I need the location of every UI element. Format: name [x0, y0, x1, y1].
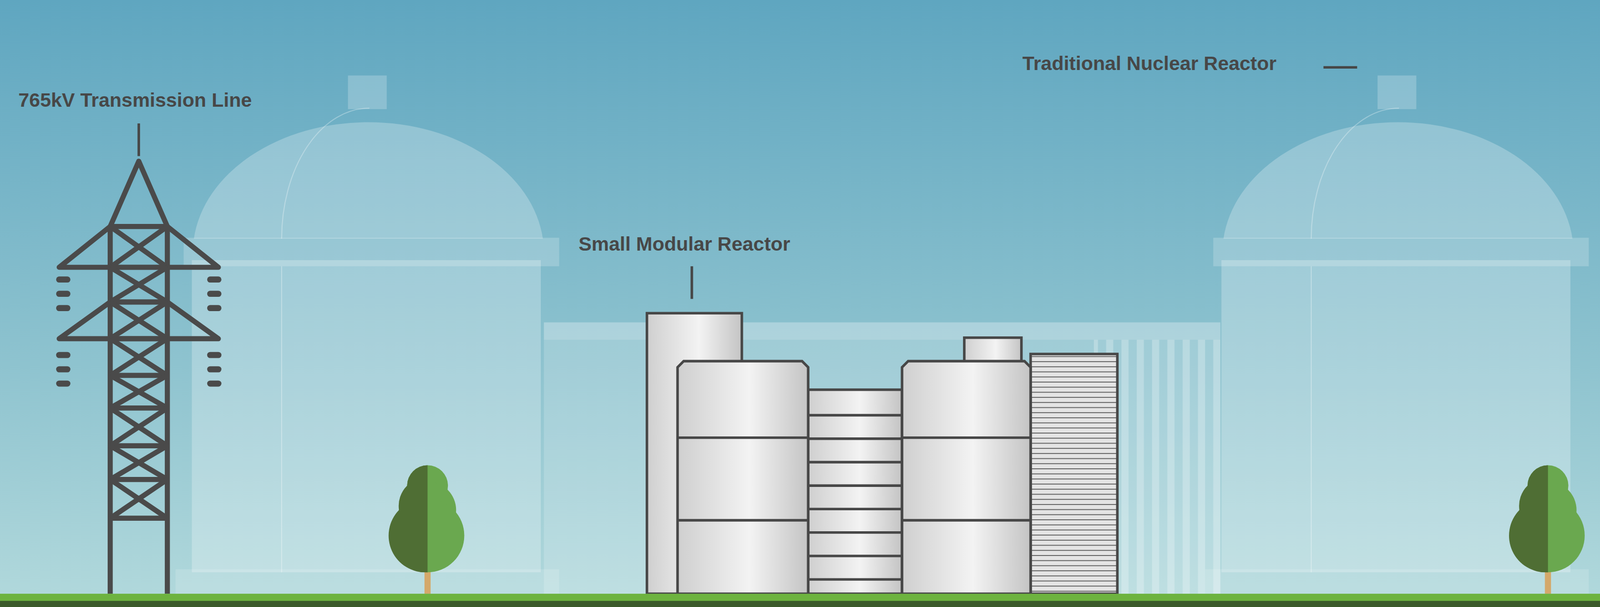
shape-line [690, 266, 693, 300]
shape-rect [207, 352, 222, 359]
shape-g [808, 415, 902, 580]
stroke-line [808, 414, 902, 417]
shape-rect [56, 380, 71, 387]
stroke-line [110, 336, 168, 342]
stroke-line [110, 405, 168, 411]
stroke-line [110, 264, 168, 271]
stroke-line [110, 407, 168, 446]
stroke-line [110, 443, 168, 449]
shape-path [677, 361, 809, 594]
stroke-line [110, 407, 168, 446]
shape-line [1323, 66, 1358, 69]
stroke-line [808, 578, 902, 581]
stroke-line [808, 484, 902, 487]
shape-rect [207, 276, 222, 283]
shape-rect [1030, 354, 1118, 594]
label: Small Modular Reactor [578, 233, 790, 255]
stroke-line [110, 338, 168, 376]
stroke-line [110, 373, 168, 379]
label: 765kV Transmission Line [18, 89, 253, 112]
stroke-line [110, 302, 168, 339]
shape-rect [0, 593, 1600, 602]
stroke-line [808, 531, 902, 534]
stroke-line [110, 476, 168, 483]
shape-rect [56, 304, 71, 312]
stroke-line [110, 375, 168, 409]
shape-rect [56, 276, 71, 283]
stroke-line [110, 515, 168, 521]
stroke-line [808, 460, 902, 464]
shape-use [175, 75, 559, 594]
stroke-line [110, 299, 168, 305]
shape-rect [808, 389, 902, 594]
shape-rect [56, 366, 71, 373]
stroke-line [110, 226, 168, 268]
stroke-line [110, 267, 168, 303]
stroke-line [110, 479, 168, 518]
shape-rect [56, 352, 71, 359]
shape-use [1205, 75, 1589, 594]
stroke-line [110, 302, 168, 339]
shape-use [1508, 465, 1585, 594]
stroke-line [808, 554, 902, 557]
small-modular-reactor [647, 313, 1118, 594]
shape-line [137, 123, 141, 157]
shape-rect [207, 380, 222, 387]
shape-rect [543, 322, 1221, 595]
shape-line [677, 518, 809, 522]
shape-rect [543, 322, 1221, 340]
stroke-line [110, 338, 168, 376]
stroke-line [808, 437, 902, 440]
shape-rect [207, 366, 222, 373]
stroke-line [110, 445, 168, 480]
transmission-pylon [59, 161, 219, 594]
insulators [56, 276, 222, 387]
shape-polyline [59, 302, 219, 339]
leader-lines [138, 67, 1357, 299]
stroke-line [110, 226, 168, 268]
shape-g [110, 226, 168, 518]
stroke-line [110, 445, 168, 480]
shape-rect [207, 304, 222, 312]
shape-rect [964, 337, 1022, 363]
stroke-line [110, 375, 168, 409]
shape-line [901, 436, 1031, 439]
stroke-line [808, 507, 902, 511]
stroke-line [110, 267, 168, 303]
shape-rect [0, 600, 1600, 607]
shape-line [677, 436, 809, 439]
shape-rect [207, 290, 222, 297]
label: Traditional Nuclear Reactor [1022, 52, 1277, 75]
shape-path [388, 465, 428, 573]
shape-path [901, 361, 1031, 594]
stroke-line [110, 479, 168, 518]
shape-polyline [59, 226, 219, 268]
tree [388, 465, 465, 594]
shape-rect [56, 290, 71, 297]
shape-line [901, 518, 1031, 522]
